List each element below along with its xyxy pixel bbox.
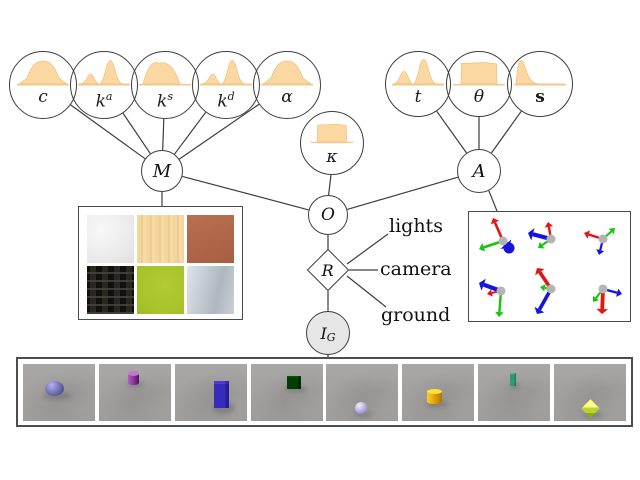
var-label-ks: ks — [157, 90, 173, 112]
render-image-3-cuboid — [174, 363, 247, 421]
texture-swatch-wicker-black — [87, 266, 134, 314]
node-generated-image-subscript: G — [326, 330, 336, 344]
texture-grid — [87, 215, 234, 314]
dist-bimodal-icon — [78, 60, 130, 86]
var-node-t: t — [385, 51, 451, 117]
sphere-object — [355, 402, 368, 415]
pose-panel — [468, 211, 631, 322]
label-camera: camera — [380, 258, 452, 280]
label-lights: lights — [389, 215, 443, 237]
dist-expdecay-icon — [514, 60, 566, 86]
dist-bimodal-icon — [200, 60, 252, 86]
texture-swatch-grass-green — [137, 266, 184, 314]
render-image-1-sphere — [23, 363, 95, 421]
render-image-4-cube — [250, 363, 323, 421]
dist-bell-icon — [17, 60, 69, 86]
var-label-t: t — [414, 87, 422, 107]
var-node-alpha: α — [253, 51, 321, 119]
var-node-kappa: κ — [300, 111, 364, 175]
var-label-theta: θ — [473, 87, 485, 107]
dist-bell-icon — [261, 60, 313, 86]
node-generated-image-label: I — [320, 323, 327, 343]
dist-bimodal2-icon — [392, 59, 444, 86]
node-materials: M — [141, 150, 183, 192]
texture-swatch-snow — [87, 215, 134, 263]
node-materials-label: M — [152, 160, 172, 182]
sphere-object — [44, 380, 64, 396]
frame-origin-dot — [496, 286, 506, 296]
render-image-8-cube-rot — [553, 363, 626, 421]
var-label-alpha: α — [281, 87, 293, 107]
var-node-theta: θ — [446, 51, 512, 117]
var-node-kd: kd — [192, 51, 260, 119]
render-image-6-cylinder — [402, 363, 475, 421]
var-node-s: s — [507, 51, 573, 117]
frame-origin-dot — [598, 234, 608, 244]
node-poses-label: A — [472, 160, 486, 182]
var-node-c: c — [9, 51, 77, 119]
dist-uniform-icon — [310, 123, 354, 144]
texture-swatch-terracotta — [187, 215, 234, 263]
render-image-7-cuboid — [478, 363, 551, 421]
cube-object — [286, 376, 301, 390]
node-objects-label: O — [321, 205, 335, 225]
frame-origin-dot — [598, 284, 608, 294]
render-image-2-cylinder — [98, 363, 171, 421]
node-renderer-label: R — [321, 260, 335, 280]
var-label-kd: kd — [217, 90, 235, 112]
var-label-kappa: κ — [326, 147, 338, 167]
render-image-5-sphere — [326, 363, 399, 421]
cylinder-object — [427, 388, 443, 404]
cuboid-object — [510, 372, 517, 386]
texture-swatch-brushed-metal — [187, 266, 234, 314]
texture-panel — [78, 206, 243, 320]
var-node-ka: ka — [70, 51, 138, 119]
var-label-c: c — [38, 87, 48, 107]
var-label-ka: ka — [95, 90, 113, 112]
frame-origin-dot — [546, 284, 556, 294]
label-ground: ground — [381, 304, 451, 326]
var-node-ks: ks — [131, 51, 199, 119]
dist-hump-icon — [139, 62, 191, 86]
pose-frames — [479, 218, 622, 317]
node-poses: A — [457, 149, 501, 193]
cylinder-object — [127, 370, 139, 385]
var-label-s: s — [535, 87, 545, 107]
dist-uniform-icon — [453, 62, 505, 86]
frame-origin-dot — [498, 236, 508, 246]
texture-swatch-wood-light — [137, 215, 184, 263]
frame-origin-dot — [546, 234, 556, 244]
node-objects: O — [308, 195, 348, 235]
generated-image-strip — [16, 357, 633, 427]
cuboid-object — [214, 380, 230, 408]
